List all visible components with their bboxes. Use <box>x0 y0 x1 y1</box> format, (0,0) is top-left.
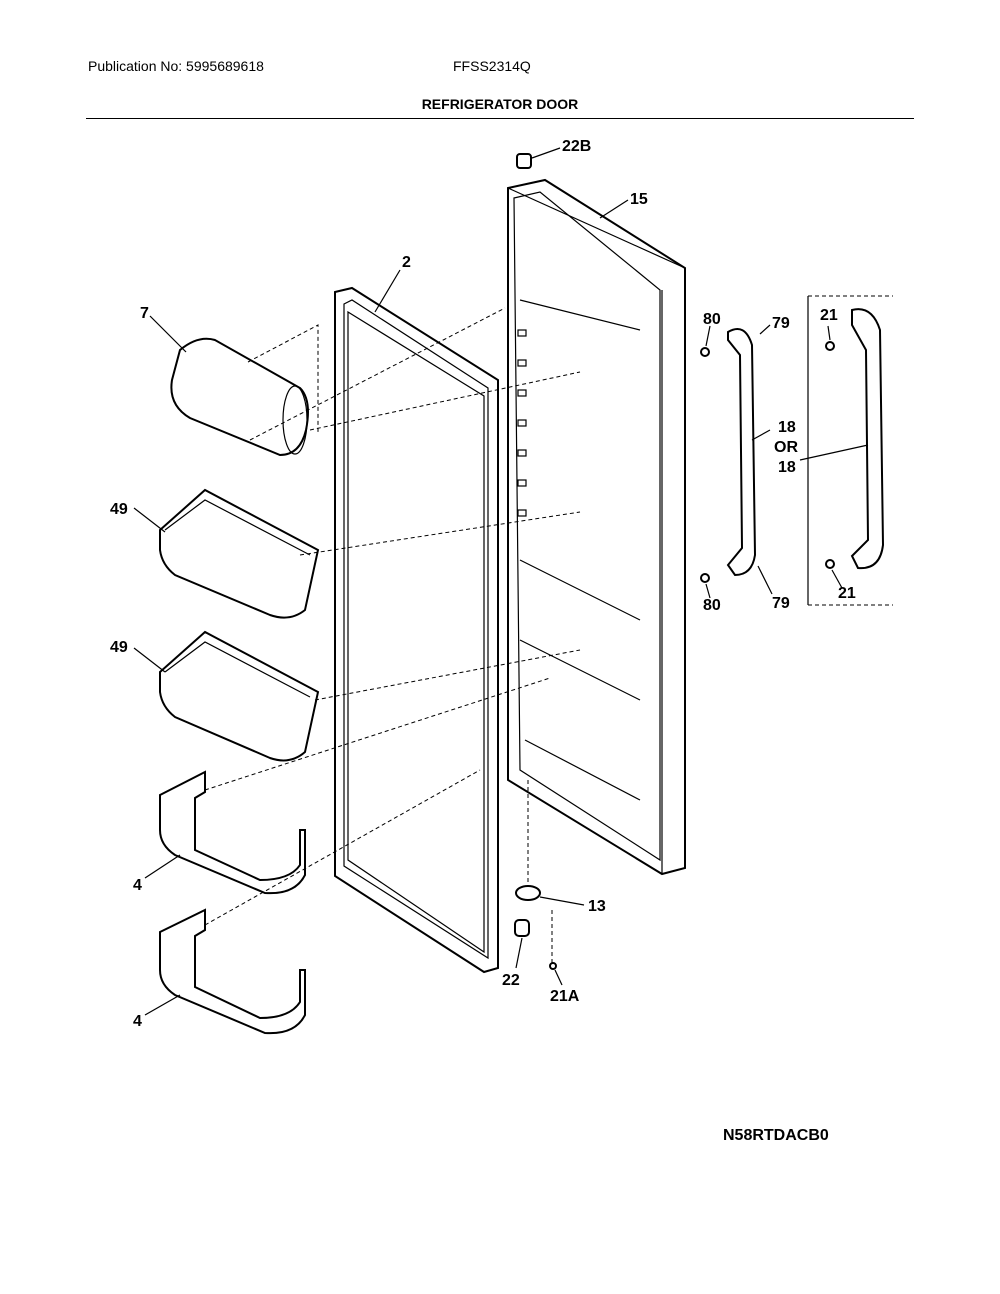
label-part-79-bottom: 79 <box>772 595 790 612</box>
door-bin-part-49-lower <box>159 630 320 762</box>
label-part-80-bottom: 80 <box>703 597 721 614</box>
header-divider <box>86 118 914 119</box>
label-part-22: 22 <box>502 972 520 989</box>
label-part-15: 15 <box>630 191 648 208</box>
bushing-part-22 <box>514 919 530 937</box>
bottom-hinge-part-13 <box>515 885 541 901</box>
label-part-2: 2 <box>402 254 411 271</box>
label-part-4-a: 4 <box>133 877 142 894</box>
door-handle-part-18-a <box>700 328 757 583</box>
label-part-22B: 22B <box>562 138 591 155</box>
label-or: OR <box>774 439 798 456</box>
label-part-13: 13 <box>588 898 606 915</box>
publication-number: Publication No: 5995689618 <box>88 58 264 74</box>
label-part-49-b: 49 <box>110 639 128 656</box>
door-bin-part-4-lower <box>159 908 306 1035</box>
label-part-4-b: 4 <box>133 1013 142 1030</box>
door-bin-part-49-upper <box>159 488 320 619</box>
assembly-guide-lines <box>204 307 581 965</box>
screw-part-21A <box>549 962 557 970</box>
door-bin-part-4-upper <box>159 770 306 895</box>
label-part-21-bottom: 21 <box>838 585 856 602</box>
label-part-18-b: 18 <box>778 459 796 476</box>
label-part-21-top: 21 <box>820 307 838 324</box>
label-part-18-a: 18 <box>778 419 796 436</box>
model-number: FFSS2314Q <box>453 58 531 74</box>
door-handle-part-18-b <box>807 295 893 606</box>
label-part-49-a: 49 <box>110 501 128 518</box>
hinge-pin-part-22B <box>516 153 532 169</box>
diagram-code: N58RTDACB0 <box>723 1127 829 1144</box>
label-part-79-top: 79 <box>772 315 790 332</box>
leader-lines <box>133 147 869 1016</box>
door-gasket-part-2 <box>334 286 499 974</box>
door-liner-part-15 <box>507 178 686 876</box>
dairy-door-part-7 <box>170 324 319 457</box>
page-title: REFRIGERATOR DOOR <box>421 96 579 112</box>
label-part-80-top: 80 <box>703 311 721 328</box>
label-part-21A: 21A <box>550 988 580 1005</box>
label-part-7: 7 <box>140 305 149 322</box>
